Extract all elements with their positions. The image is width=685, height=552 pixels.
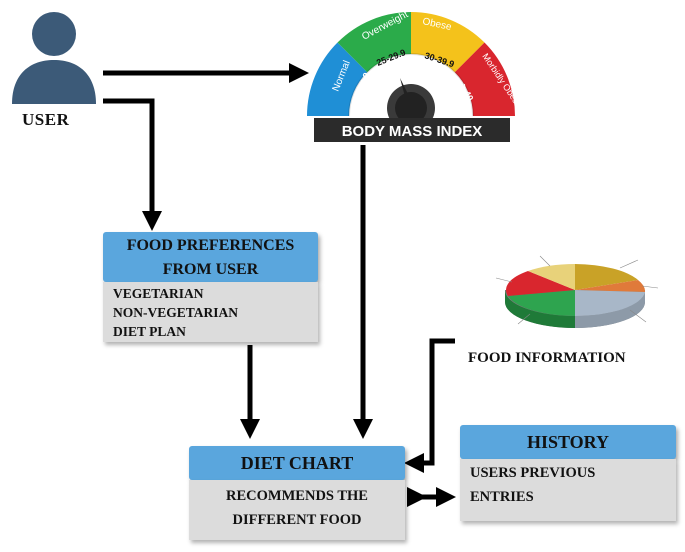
pie-slice-dairy bbox=[575, 290, 645, 317]
bmi-segment-morbid bbox=[454, 42, 515, 116]
bmi-gauge: Normal Overweight Obese Morbidly Obese 1… bbox=[307, 9, 522, 142]
diet-chart-line1: RECOMMENDS THE bbox=[226, 488, 368, 504]
preference-item: VEGETARIAN bbox=[113, 286, 204, 301]
pie-slice-vegetable bbox=[508, 290, 575, 316]
preference-item: DIET PLAN bbox=[113, 324, 186, 339]
bmi-title: BODY MASS INDEX bbox=[342, 123, 483, 140]
food-information-label: FOOD INFORMATION bbox=[468, 350, 626, 366]
pie-slice-grains bbox=[575, 264, 638, 290]
preferences-title-line2: FROM USER bbox=[162, 261, 259, 278]
user-icon bbox=[12, 12, 96, 104]
user-label: USER bbox=[22, 110, 70, 129]
history-line2: ENTRIES bbox=[470, 489, 534, 505]
history-body: USERS PREVIOUS ENTRIES bbox=[460, 459, 676, 521]
bmi-segment-normal bbox=[307, 42, 368, 116]
bmi-segment-overweight bbox=[337, 12, 411, 73]
pie-slice-meat bbox=[575, 280, 646, 292]
bmi-needle bbox=[400, 78, 414, 108]
diet-chart-header: DIET CHART bbox=[189, 446, 405, 480]
food-pie-chart bbox=[495, 255, 659, 328]
bmi-segment-obese bbox=[411, 12, 485, 73]
history-header: HISTORY bbox=[460, 425, 676, 459]
preferences-title-line1: FOOD PREFERENCES bbox=[126, 237, 295, 254]
diet-chart-body: RECOMMENDS THE DIFFERENT FOOD bbox=[189, 480, 405, 540]
preferences-header: FOOD PREFERENCES FROM USER bbox=[103, 232, 318, 282]
arrow-food-to-diet bbox=[404, 338, 455, 473]
preference-item: NON-VEGETARIAN bbox=[113, 305, 239, 320]
arrow-user-to-preferences bbox=[103, 98, 162, 231]
preferences-body: VEGETARIAN NON-VEGETARIAN DIET PLAN bbox=[103, 282, 318, 342]
pie-slice-nuts bbox=[528, 264, 575, 290]
pie-slice-fruits bbox=[506, 271, 575, 296]
diet-chart-line2: DIFFERENT FOOD bbox=[232, 512, 362, 528]
bmi-title-bar bbox=[314, 118, 510, 142]
history-line1: USERS PREVIOUS bbox=[470, 465, 596, 481]
